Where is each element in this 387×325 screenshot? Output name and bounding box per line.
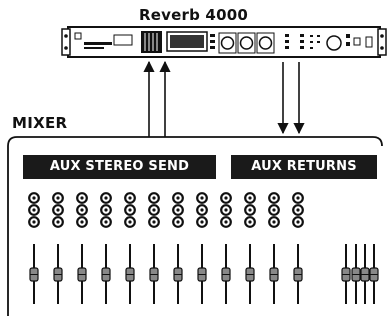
knob-icon[interactable] — [28, 204, 40, 216]
fader[interactable] — [101, 244, 111, 304]
fader[interactable] — [149, 244, 159, 304]
channel-strip — [196, 192, 208, 304]
knob-icon[interactable] — [196, 216, 208, 228]
reverb-device-title: Reverb 4000 — [139, 6, 248, 24]
fader[interactable] — [221, 244, 231, 304]
knob-icon[interactable] — [52, 192, 64, 204]
fader[interactable] — [369, 244, 379, 304]
aux-returns-label: AUX RETURNS — [231, 155, 377, 179]
knob-icon[interactable] — [100, 216, 112, 228]
return-faders — [341, 244, 379, 304]
fader[interactable] — [360, 244, 370, 304]
knob-icon[interactable] — [220, 216, 232, 228]
knob-icon[interactable] — [148, 204, 160, 216]
knob-icon[interactable] — [52, 216, 64, 228]
channel-strip — [172, 192, 184, 304]
fader[interactable] — [269, 244, 279, 304]
knob-icon[interactable] — [244, 192, 256, 204]
channel-strip — [100, 192, 112, 304]
fader[interactable] — [53, 244, 63, 304]
channel-strip — [28, 192, 40, 304]
reverb-rack-unit — [61, 26, 387, 58]
knob-icon[interactable] — [196, 204, 208, 216]
knob-icon[interactable] — [76, 216, 88, 228]
channel-strip — [220, 192, 232, 304]
knob-icon[interactable] — [196, 192, 208, 204]
knob-icon[interactable] — [244, 204, 256, 216]
knob-icon[interactable] — [172, 216, 184, 228]
knob-icon[interactable] — [244, 216, 256, 228]
channel-strips — [28, 192, 304, 304]
fader[interactable] — [245, 244, 255, 304]
knob-icon[interactable] — [292, 216, 304, 228]
fader[interactable] — [293, 244, 303, 304]
fader[interactable] — [77, 244, 87, 304]
channel-strip — [148, 192, 160, 304]
knob-icon[interactable] — [148, 192, 160, 204]
fader[interactable] — [173, 244, 183, 304]
knob-icon[interactable] — [148, 216, 160, 228]
knob-icon[interactable] — [28, 216, 40, 228]
fader[interactable] — [351, 244, 361, 304]
knob-icon[interactable] — [100, 192, 112, 204]
knob-icon[interactable] — [172, 204, 184, 216]
channel-strip — [292, 192, 304, 304]
knob-icon[interactable] — [292, 204, 304, 216]
channel-strip — [52, 192, 64, 304]
aux-stereo-send-label: AUX STEREO SEND — [23, 155, 216, 179]
knob-icon[interactable] — [124, 204, 136, 216]
fader[interactable] — [125, 244, 135, 304]
channel-strip — [124, 192, 136, 304]
fader[interactable] — [29, 244, 39, 304]
knob-icon[interactable] — [52, 204, 64, 216]
knob-icon[interactable] — [220, 192, 232, 204]
knob-icon[interactable] — [28, 192, 40, 204]
knob-icon[interactable] — [268, 204, 280, 216]
mixer-title: MIXER — [12, 114, 68, 132]
knob-icon[interactable] — [76, 192, 88, 204]
mixer-outline — [7, 136, 383, 316]
knob-icon[interactable] — [172, 192, 184, 204]
knob-icon[interactable] — [76, 204, 88, 216]
knob-icon[interactable] — [124, 192, 136, 204]
channel-strip — [268, 192, 280, 304]
fader[interactable] — [197, 244, 207, 304]
knob-icon[interactable] — [268, 216, 280, 228]
channel-strip — [244, 192, 256, 304]
knob-icon[interactable] — [220, 204, 232, 216]
knob-icon[interactable] — [292, 192, 304, 204]
knob-icon[interactable] — [100, 204, 112, 216]
channel-strip — [76, 192, 88, 304]
knob-icon[interactable] — [268, 192, 280, 204]
send-arrows — [143, 60, 171, 137]
fader[interactable] — [341, 244, 351, 304]
knob-icon[interactable] — [124, 216, 136, 228]
return-arrows — [277, 62, 305, 135]
